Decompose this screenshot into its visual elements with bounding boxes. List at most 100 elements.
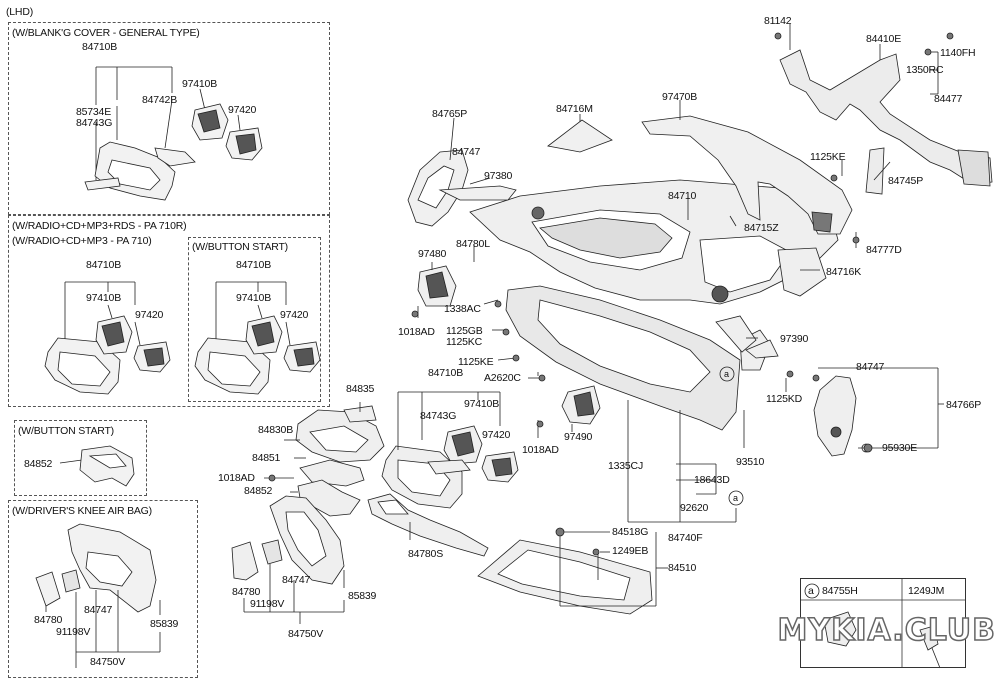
garnish-top	[547, 119, 613, 153]
box-title-button-start-inner: (W/BUTTON START)	[192, 241, 288, 253]
legend-part-1249jm: 1249JM	[908, 585, 945, 597]
part-label: 97420	[135, 309, 164, 321]
center-fascia	[381, 425, 519, 509]
part-label: 84830B	[258, 424, 294, 436]
console-garnish	[367, 493, 489, 557]
part-label: 84715Z	[744, 222, 779, 234]
part-label: 84780	[34, 614, 63, 626]
box-blank-cover	[8, 22, 330, 215]
part-label: 91198V	[250, 598, 285, 610]
main-leaders	[264, 24, 944, 607]
part-label: 1249EB	[612, 545, 649, 557]
part-label: A2620C	[484, 372, 521, 384]
part-label: 1125KE	[810, 151, 846, 163]
box-radio	[8, 215, 330, 407]
part-label: 84852	[244, 485, 273, 497]
part-label: 84766P	[946, 399, 982, 411]
side-cover-left	[407, 149, 517, 227]
part-label: 84740F	[668, 532, 703, 544]
part-label: 84747	[452, 146, 481, 158]
duct-top	[641, 115, 853, 235]
part-label: 84743G	[420, 410, 457, 422]
part-label: 97420	[228, 104, 257, 116]
box-knee-airbag	[8, 500, 198, 678]
part-label: 84710B	[86, 259, 122, 271]
part-label: 84747	[84, 604, 113, 616]
part-label: 97390	[780, 333, 809, 345]
part-label: 97490	[564, 431, 593, 443]
box5-parts	[35, 523, 161, 668]
part-label: 84851	[252, 452, 281, 464]
glove-box-frame	[715, 247, 827, 371]
box1-panel	[84, 103, 263, 201]
part-label: 1125KD	[766, 393, 802, 405]
part-label: 95930E	[882, 442, 918, 454]
part-label: 1018AD	[398, 326, 435, 338]
part-label: 85839	[348, 590, 377, 602]
part-label: 97410B	[236, 292, 272, 304]
part-label: 97480	[418, 248, 447, 260]
callout-a: a	[724, 369, 729, 379]
legend-box	[800, 578, 966, 668]
part-label: 84747	[856, 361, 885, 373]
box-title-knee-airbag: (W/DRIVER'S KNEE AIR BAG)	[12, 505, 152, 517]
part-label: 84765P	[432, 108, 468, 120]
part-label: 84477	[934, 93, 963, 105]
part-label: 84780	[232, 586, 261, 598]
part-label: 84510	[668, 562, 697, 574]
cluster-fascia	[295, 405, 385, 517]
part-label: 93510	[736, 456, 765, 468]
part-label: 84780S	[408, 548, 444, 560]
part-label: 84777D	[866, 244, 902, 256]
legend-part-84755h: 84755H	[822, 585, 858, 597]
lhd-label: (LHD)	[6, 6, 33, 18]
box-button-start	[14, 420, 147, 496]
circle-a-markers	[719, 366, 820, 599]
upper-left-vents	[417, 265, 601, 425]
part-label: 84750V	[288, 628, 324, 640]
box-title-radio-a: (W/RADIO+CD+MP3+RDS - PA 710R)	[12, 220, 187, 232]
part-label: 84745P	[888, 175, 924, 187]
box1-leaders	[95, 66, 241, 180]
part-label: 1125GB	[446, 325, 483, 337]
part-label: 18643D	[694, 474, 730, 486]
box-button-start-inner	[188, 237, 321, 402]
part-label: 92620	[680, 502, 709, 514]
part-label: 1018AD	[218, 472, 255, 484]
part-label: 84743G	[76, 117, 113, 129]
part-label: 84710B	[82, 41, 118, 53]
box3-panel	[194, 315, 321, 395]
box-title-button-start: (W/BUTTON START)	[18, 425, 114, 437]
legend-circle-a: a	[808, 585, 814, 597]
part-label: 97410B	[464, 398, 500, 410]
part-label: 84742B	[142, 94, 178, 106]
part-label: 97410B	[182, 78, 218, 90]
callout-a: a	[733, 493, 738, 503]
part-label: 84710	[668, 190, 697, 202]
frame-lower	[505, 285, 741, 431]
box-title-blank-cover: (W/BLANK'G COVER - GENERAL TYPE)	[12, 27, 200, 39]
part-label: 91198V	[56, 626, 91, 638]
part-label: 1140FH	[940, 47, 976, 59]
legend-drawing	[800, 578, 966, 669]
box2-leaders	[64, 281, 141, 346]
part-label: 1338AC	[444, 303, 481, 315]
part-label: 84716K	[826, 266, 862, 278]
part-label: 85734E	[76, 106, 112, 118]
part-label: 97470B	[662, 91, 698, 103]
lower-panel-driver	[231, 495, 345, 624]
part-label: 84716M	[556, 103, 593, 115]
part-label: 84410E	[866, 33, 902, 45]
box-title-radio-b: (W/RADIO+CD+MP3 - PA 710)	[12, 235, 152, 247]
part-label: 84852	[24, 458, 53, 470]
part-label: 84835	[346, 383, 375, 395]
part-label: 1018AD	[522, 444, 559, 456]
box3-leaders	[215, 281, 291, 346]
glove-box	[477, 539, 653, 615]
part-label: 85839	[150, 618, 179, 630]
part-label: 1350RC	[906, 64, 944, 76]
crash-pad-main	[469, 179, 839, 305]
part-label: 97410B	[86, 292, 122, 304]
part-label: 84750V	[90, 656, 126, 668]
